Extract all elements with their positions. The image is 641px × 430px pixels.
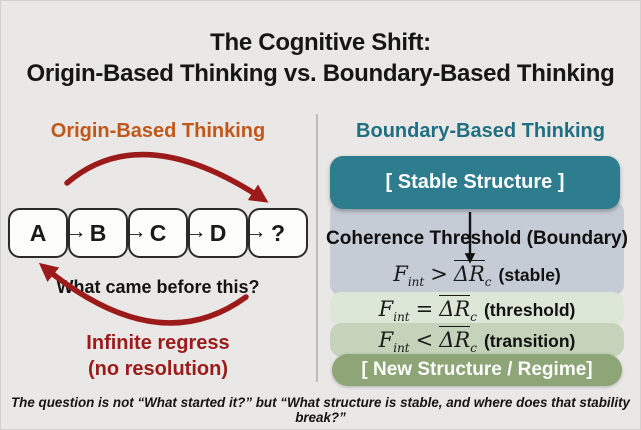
formula-row-transition: Fint<ΔRc(transition) (330, 323, 624, 357)
regress-line-2: (no resolution) (88, 358, 228, 380)
title-line-1: The Cognitive Shift: (210, 29, 431, 56)
chain-box-b: B (68, 208, 128, 258)
right-arrow-icon: → (125, 220, 147, 243)
coherence-threshold-panel (330, 202, 624, 295)
page-title: The Cognitive Shift: Origin-Based Thinki… (0, 27, 641, 89)
regress-line-1: Infinite regress (86, 332, 230, 354)
stable-structure-box: [ Stable Structure ] (330, 156, 620, 209)
right-arrow-icon: → (65, 220, 87, 243)
right-arrow-icon: → (185, 220, 207, 243)
forward-jump-arrow (64, 151, 269, 203)
chain-box-question: ? (248, 208, 308, 258)
question-label: What came before this? (56, 277, 260, 297)
column-divider (316, 114, 318, 382)
chain-box-a: A (8, 208, 68, 258)
formula-row-threshold: Fint=ΔRc(threshold) (330, 292, 624, 326)
new-structure-box: [ New Structure / Regime] (332, 354, 622, 386)
formula-stable: Fint>ΔRc(stable) (393, 260, 561, 290)
formula-row-stable: Fint>ΔRc(stable) (330, 256, 624, 292)
chain-box-c: C (128, 208, 188, 258)
formula-transition: Fint<ΔRc(transition) (378, 326, 576, 356)
chain-box-d: D (188, 208, 248, 258)
boundary-heading: Boundary-Based Thinking (356, 120, 605, 142)
causal-chain: A B C D ? → → → → (8, 208, 308, 258)
coherence-threshold-label: Coherence Threshold (Boundary) (326, 228, 628, 249)
right-arrow-icon: → (245, 220, 267, 243)
origin-heading: Origin-Based Thinking (50, 120, 266, 142)
infinite-regress-label: Infinite regress (no resolution) (0, 330, 316, 382)
formula-threshold: Fint=ΔRc(threshold) (378, 295, 576, 325)
title-line-2: Origin-Based Thinking vs. Boundary-Based… (26, 60, 615, 87)
footer-quote: The question is not “What started it?” b… (10, 395, 630, 425)
